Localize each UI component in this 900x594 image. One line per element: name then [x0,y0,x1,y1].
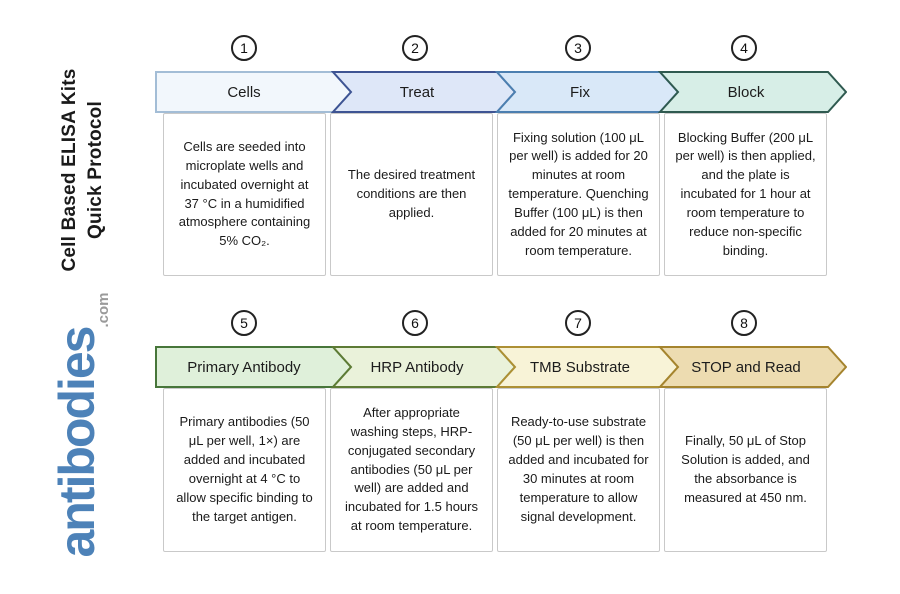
step-description: Blocking Buffer (200 μL per well) is the… [675,129,816,258]
step-number: 3 [574,40,582,56]
step-number: 6 [411,315,419,331]
chevron-arrow-band-row1 [155,71,847,113]
brand-logo: antibodies.com [48,275,112,575]
step-description: Finally, 50 μL of Stop Solution is added… [681,433,810,505]
step-description: Cells are seeded into microplate wells a… [178,138,311,249]
brand-logo-suffix: .com [95,292,112,328]
step-number-badge: 5 [231,310,257,336]
step-label: Block [727,83,765,101]
step-description-box: The desired treatment conditions are the… [330,113,493,276]
page-title-line2: Quick Protocol [85,101,106,239]
step-description: The desired treatment conditions are the… [347,167,476,220]
chevron-arrow-block [657,71,847,113]
step-number: 7 [574,315,582,331]
step-description-box: Blocking Buffer (200 μL per well) is the… [664,113,827,276]
step-description: Fixing solution (100 μL per well) is add… [508,129,649,258]
step-number: 5 [240,315,248,331]
step-description-box: Finally, 50 μL of Stop Solution is added… [664,388,827,552]
step-description-box: After appropriate washing steps, HRP-con… [330,388,493,552]
step-description-box: Primary antibodies (50 μL per well, 1×) … [163,388,326,552]
step-description-box: Fixing solution (100 μL per well) is add… [497,113,660,276]
step-description: After appropriate washing steps, HRP-con… [345,405,478,534]
description-box-row: Primary antibodies (50 μL per well, 1×) … [163,388,827,552]
step-description-box: Ready-to-use substrate (50 μL per well) … [497,388,660,552]
step-number-badge: 6 [402,310,428,336]
step-number-badge: 2 [402,35,428,61]
step-label: Cells [227,83,261,101]
step-number-badge: 1 [231,35,257,61]
description-box-row: Cells are seeded into microplate wells a… [163,113,827,276]
page-title: Cell Based ELISA Kits Quick Protocol [57,40,113,300]
step-number: 2 [411,40,419,56]
step-number: 1 [240,40,248,56]
step-number-badge: 8 [731,310,757,336]
step-label: Fix [570,83,590,101]
brand-logo-text: antibodies [49,327,105,558]
chevron-arrow-band-row2 [155,346,847,388]
step-description-box: Cells are seeded into microplate wells a… [163,113,326,276]
step-number: 8 [740,315,748,331]
step-number-badge: 3 [565,35,591,61]
chevron-arrow-stop-and-read [657,346,847,388]
step-label: TMB Substrate [529,358,631,376]
step-label: HRP Antibody [370,358,464,376]
step-description: Ready-to-use substrate (50 μL per well) … [508,414,649,524]
step-number-badge: 7 [565,310,591,336]
page-title-line1: Cell Based ELISA Kits [59,68,80,272]
step-number-badge: 4 [731,35,757,61]
step-number: 4 [740,40,748,56]
step-label: Primary Antibody [187,358,301,376]
step-description: Primary antibodies (50 μL per well, 1×) … [176,414,313,524]
step-label: Treat [399,83,435,101]
step-label: STOP and Read [691,358,801,376]
